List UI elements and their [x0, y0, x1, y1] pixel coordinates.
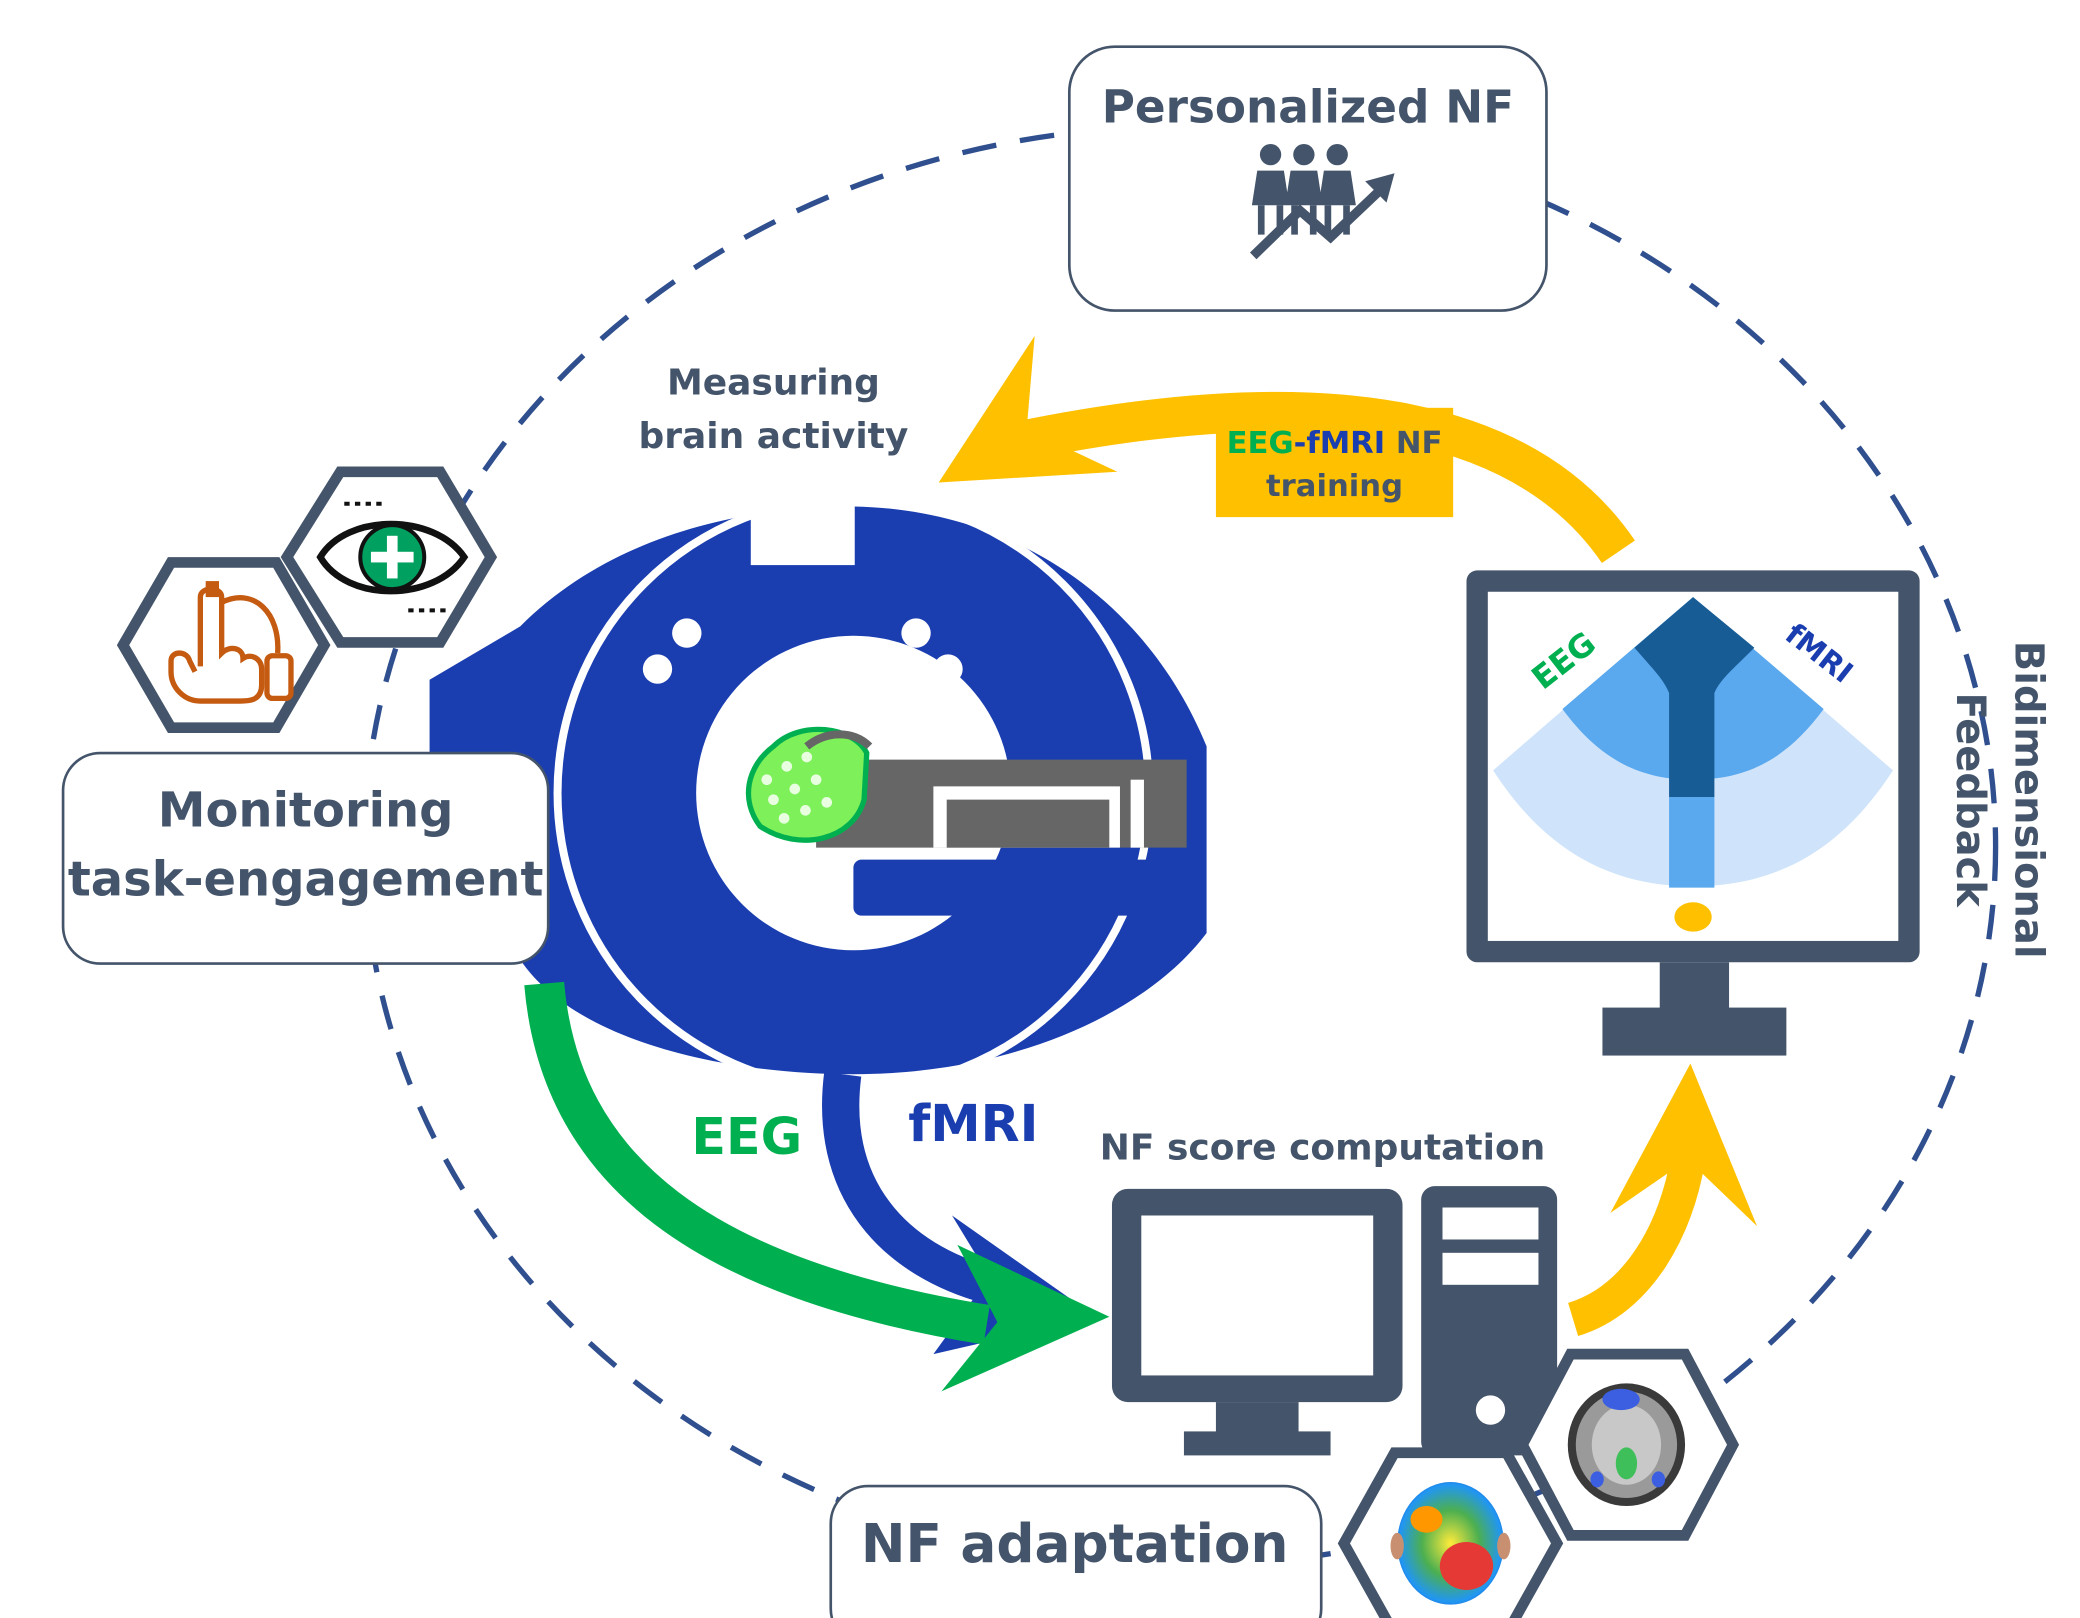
personalized-nf-title: Personalized NF: [1102, 81, 1514, 134]
fmri-arrow-label: fMRI: [908, 1094, 1038, 1153]
monitoring-label-2: task-engagement: [68, 852, 544, 908]
score-label: NF score computation: [1100, 1128, 1545, 1169]
brain-fmri-hex: [1516, 1348, 1740, 1541]
monitor-icon: EEG fMRI: [1466, 570, 1920, 1056]
nf-adaptation-box: NF adaptation: [829, 1484, 1323, 1618]
computer-icon: [1111, 1186, 1558, 1456]
finger-pulse-icon: [168, 581, 294, 704]
people-growth-icon: [1249, 143, 1395, 260]
bidimensional-label-1: Bidimensional: [2006, 641, 2052, 959]
measuring-label-2: brain activity: [639, 416, 909, 457]
eeg-topomap-hex: [1337, 1447, 1564, 1618]
eeg-topomap-icon: [1390, 1482, 1511, 1605]
eeg-arrow: EEG: [524, 981, 1110, 1392]
eye-tracking-hex: [280, 466, 498, 648]
personalized-nf-box: Personalized NF: [1067, 45, 1548, 312]
feedback-arrow: [1567, 1063, 1758, 1337]
nf-adaptation-label: NF adaptation: [861, 1513, 1289, 1575]
training-label-2: training: [1266, 469, 1403, 504]
bidimensional-label-2: Feedback: [1947, 692, 1993, 908]
finger-pulse-hex: [116, 557, 331, 734]
training-arrow: EEG-fMRI NF training: [938, 335, 1635, 564]
training-label-1: EEG-fMRI NF: [1227, 426, 1443, 461]
measuring-label-1: Measuring: [667, 363, 880, 404]
eeg-arrow-label: EEG: [691, 1107, 802, 1166]
monitoring-box: Monitoring task-engagement: [61, 751, 550, 965]
eye-tracking-icon: [316, 501, 469, 613]
monitoring-label-1: Monitoring: [158, 782, 454, 838]
brain-fmri-icon: [1567, 1383, 1686, 1507]
